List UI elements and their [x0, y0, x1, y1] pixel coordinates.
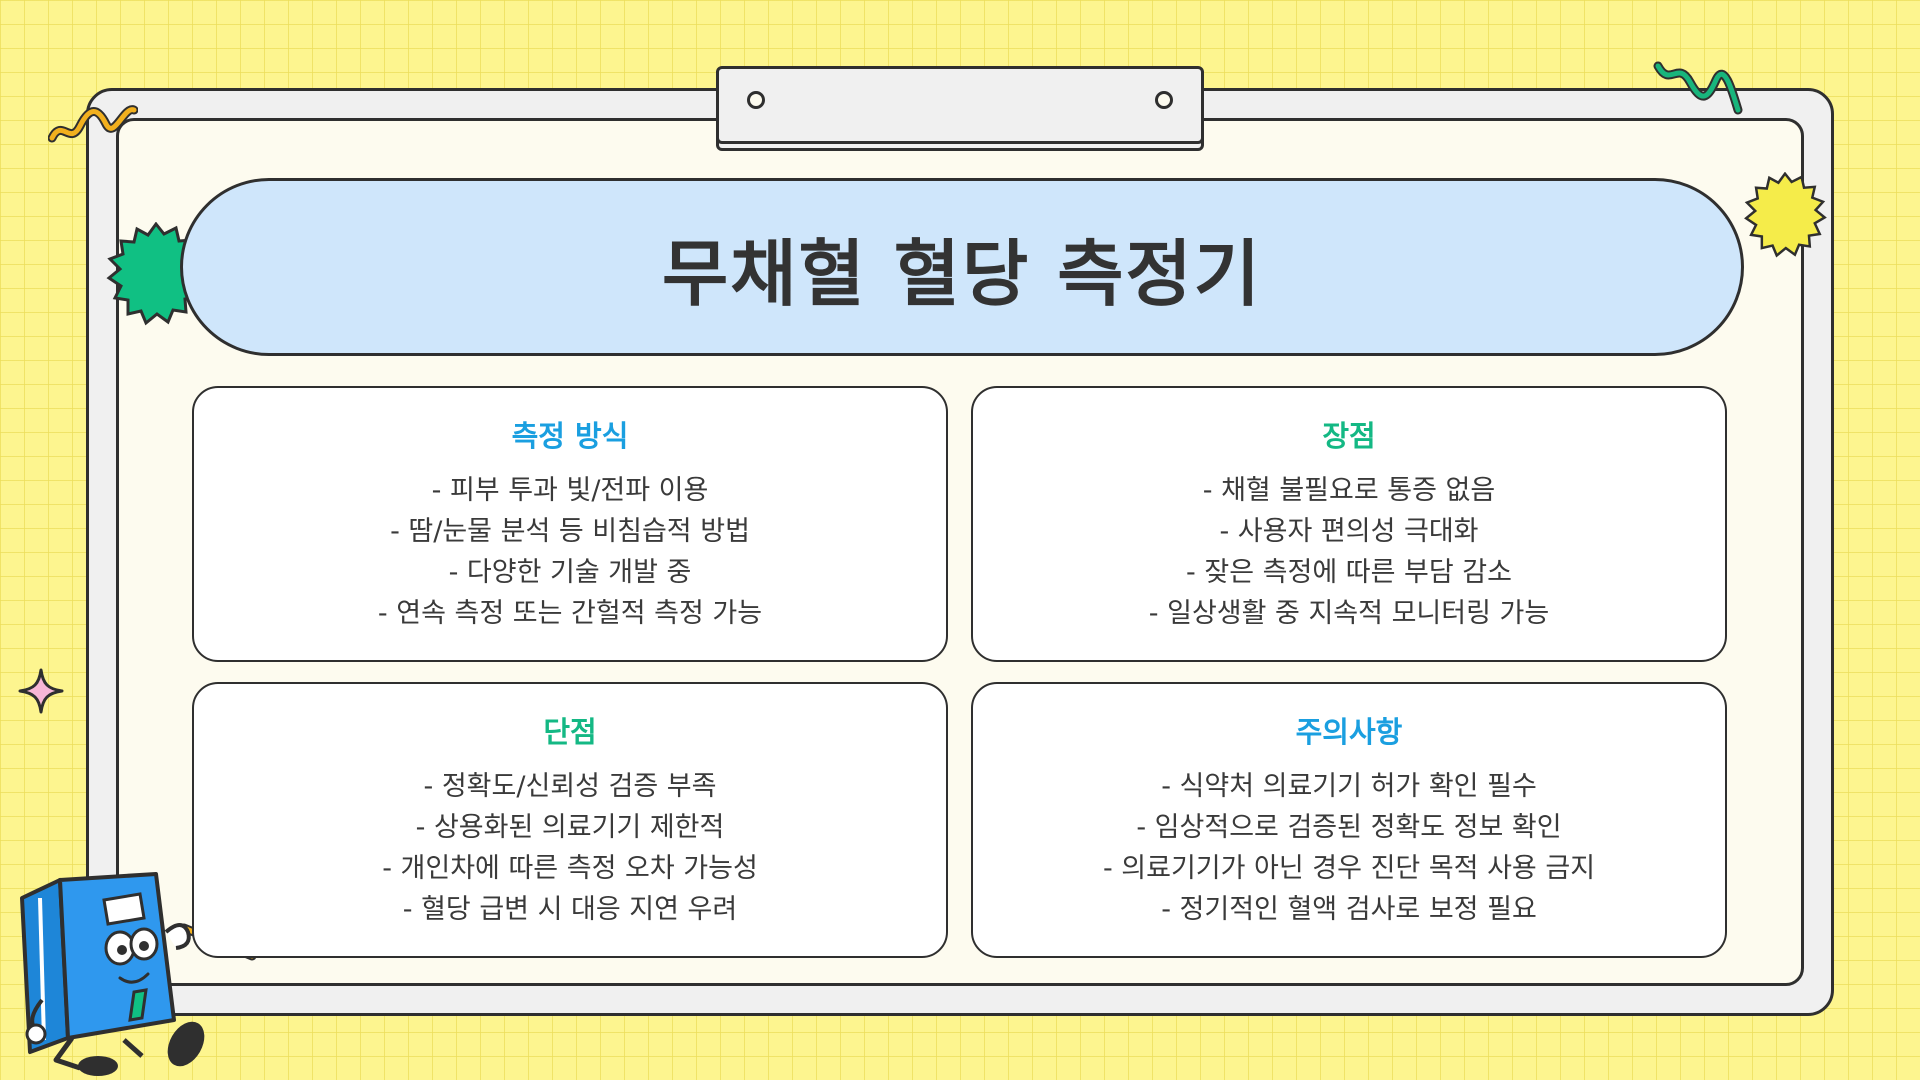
title-banner: 무채혈 혈당 측정기	[180, 178, 1744, 356]
clip-hole-right	[1155, 91, 1173, 109]
card-measurement-method: 측정 방식 - 피부 투과 빛/전파 이용 - 땀/눈물 분석 등 비침습적 방…	[192, 386, 948, 662]
card-line: - 연속 측정 또는 간헐적 측정 가능	[377, 598, 763, 629]
yellow-badge-icon	[1744, 172, 1827, 258]
card-line: - 개인차에 따른 측정 오차 가능성	[382, 853, 758, 884]
squiggle-green-icon	[1653, 61, 1743, 115]
clip-hole-left	[747, 91, 765, 109]
card-line: - 정확도/신뢰성 검증 부족	[423, 771, 717, 802]
card-line: - 잦은 측정에 따른 부담 감소	[1186, 557, 1512, 588]
card-line: - 의료기기가 아닌 경우 진단 목적 사용 금지	[1102, 853, 1596, 884]
card-line: - 사용자 편의성 극대화	[1219, 516, 1479, 547]
card-line: - 식약처 의료기기 허가 확인 필수	[1161, 771, 1537, 802]
card-line: - 일상생활 중 지속적 모니터링 가능	[1148, 598, 1550, 629]
card-line: - 땀/눈물 분석 등 비침습적 방법	[390, 516, 750, 547]
card-heading: 단점	[543, 715, 597, 749]
card-line: - 임상적으로 검증된 정확도 정보 확인	[1136, 812, 1562, 843]
card-heading: 주의사항	[1295, 715, 1403, 749]
card-heading: 장점	[1322, 419, 1376, 453]
card-line: - 채혈 불필요로 통증 없음	[1202, 475, 1496, 506]
card-disadvantages: 단점 - 정확도/신뢰성 검증 부족 - 상용화된 의료기기 제한적 - 개인차…	[192, 682, 948, 958]
card-advantages: 장점 - 채혈 불필요로 통증 없음 - 사용자 편의성 극대화 - 잦은 측정…	[971, 386, 1727, 662]
squiggle-orange-icon	[48, 105, 138, 143]
pink-sparkle-icon	[18, 668, 64, 714]
card-heading: 측정 방식	[511, 419, 629, 453]
card-line: - 다양한 기술 개발 중	[448, 557, 692, 588]
card-line: - 정기적인 혈액 검사로 보정 필요	[1161, 894, 1537, 925]
card-line: - 피부 투과 빛/전파 이용	[431, 475, 709, 506]
card-precautions: 주의사항 - 식약처 의료기기 허가 확인 필수 - 임상적으로 검증된 정확도…	[971, 682, 1727, 958]
card-line: - 상용화된 의료기기 제한적	[415, 812, 725, 843]
clipboard-clip	[716, 66, 1204, 144]
page-title: 무채혈 혈당 측정기	[661, 231, 1263, 316]
card-line: - 혈당 급변 시 대응 지연 우려	[402, 894, 738, 925]
